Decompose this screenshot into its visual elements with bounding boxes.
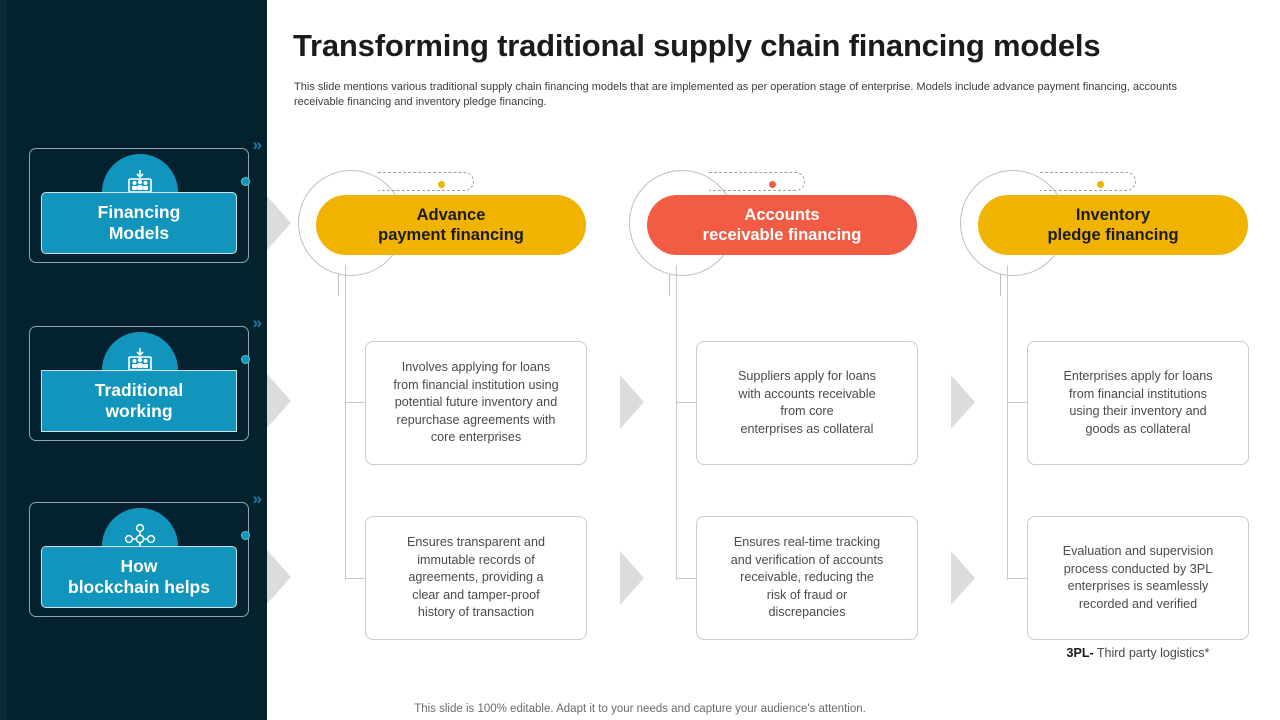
flow-arrow-icon: [951, 551, 975, 605]
connector-branch: [1007, 402, 1027, 403]
connector-branch: [676, 402, 696, 403]
decorative-circle-tail: [338, 274, 339, 296]
flow-arrow-icon: [267, 196, 291, 250]
decorative-dashed-tab: [709, 172, 805, 191]
slide-footer-note: This slide is 100% editable. Adapt it to…: [414, 703, 866, 715]
decorative-dashed-tab: [378, 172, 474, 191]
decorative-dot: [438, 181, 445, 188]
info-box-row1-col3: Enterprises apply for loans from financi…: [1027, 341, 1249, 465]
chevron-double-right-icon: »: [252, 489, 263, 508]
flow-arrow-icon: [620, 551, 644, 605]
info-box-row1-col1: Involves applying for loans from financi…: [365, 341, 587, 465]
connector-branch: [345, 402, 365, 403]
flow-arrow-icon: [267, 374, 291, 428]
chevron-double-right-icon: »: [252, 313, 263, 332]
pill-advance-payment-financing[interactable]: Advance payment financing: [316, 195, 586, 255]
decorative-dashed-tab: [1040, 172, 1136, 191]
decorative-circle-tail: [1000, 274, 1001, 296]
footnote: 3PL- Third party logistics*: [1027, 646, 1249, 660]
info-box-row1-col2: Suppliers apply for loans with accounts …: [696, 341, 918, 465]
decorative-dot: [1097, 181, 1104, 188]
sidebar-item-financing-models[interactable]: » Financing Models: [29, 136, 262, 265]
connector-dot: [241, 177, 250, 186]
decorative-circle-tail: [669, 274, 670, 296]
connector-dot: [241, 531, 250, 540]
info-box-row2-col3: Evaluation and supervision process condu…: [1027, 516, 1249, 640]
connector-dot: [241, 355, 250, 364]
footnote-definition: Third party logistics*: [1093, 646, 1210, 660]
flow-arrow-icon: [951, 375, 975, 429]
footnote-term: 3PL-: [1066, 646, 1094, 660]
sidebar-item-frame: [29, 502, 249, 617]
sidebar-item-how-blockchain-helps[interactable]: » How blockchain helps: [29, 490, 262, 619]
connector-branch: [1007, 578, 1027, 579]
connector-vertical: [1007, 265, 1008, 580]
info-box-row2-col2: Ensures real-time tracking and verificat…: [696, 516, 918, 640]
pill-accounts-receivable-financing[interactable]: Accounts receivable financing: [647, 195, 917, 255]
sidebar-item-frame: [29, 148, 249, 263]
connector-vertical: [676, 265, 677, 580]
sidebar-item-label: Traditional working: [41, 370, 237, 432]
chevron-double-right-icon: »: [252, 135, 263, 154]
pill-inventory-pledge-financing[interactable]: Inventory pledge financing: [978, 195, 1248, 255]
flow-arrow-icon: [267, 550, 291, 604]
info-box-row2-col1: Ensures transparent and immutable record…: [365, 516, 587, 640]
page-title: Transforming traditional supply chain fi…: [293, 28, 1101, 63]
decorative-dot: [769, 181, 776, 188]
connector-branch: [345, 578, 365, 579]
connector-branch: [676, 578, 696, 579]
page-subtitle: This slide mentions various traditional …: [294, 81, 1177, 108]
sidebar-item-frame: [29, 326, 249, 441]
sidebar-item-traditional-working[interactable]: » Traditional workin: [29, 314, 262, 443]
connector-vertical: [345, 265, 346, 580]
sidebar-item-label: Financing Models: [41, 192, 237, 254]
left-sidebar: » Financing Models: [0, 0, 267, 720]
sidebar-item-label: How blockchain helps: [41, 546, 237, 608]
flow-arrow-icon: [620, 375, 644, 429]
sidebar-edge-strip: [0, 0, 7, 720]
